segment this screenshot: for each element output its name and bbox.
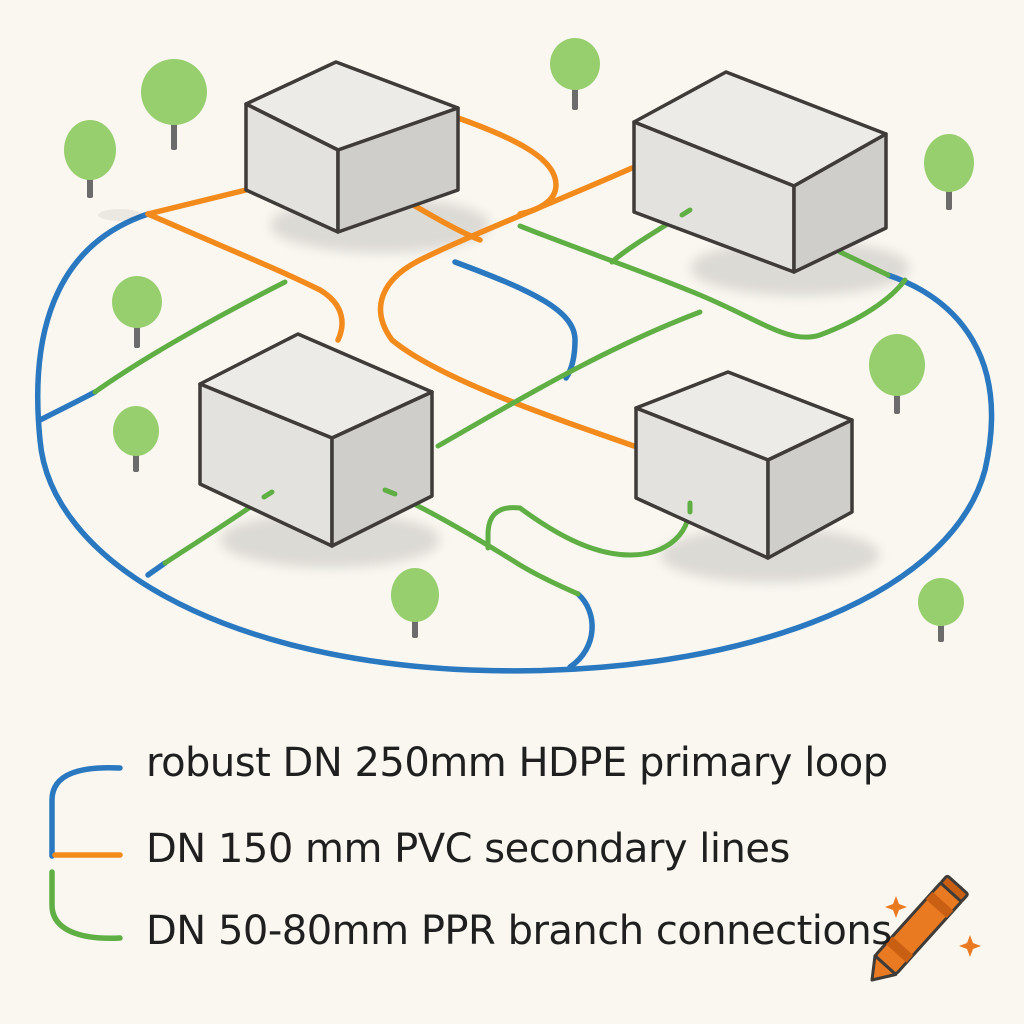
stub-c-left: [261, 489, 275, 500]
building-d: [634, 370, 854, 560]
stub-b: [679, 207, 693, 218]
primary-loop-ring: [34, 211, 995, 674]
tree-icon: [113, 406, 159, 472]
building-d-side: [766, 418, 854, 560]
primary-loop-spur-center: [452, 259, 578, 381]
tree-icon: [550, 38, 600, 110]
branch-c-west: [92, 279, 288, 395]
legend-bracket-primary: [49, 764, 123, 859]
branch-c-to-d: [382, 487, 581, 597]
secondary-line-b-to-d: [377, 165, 637, 449]
stub-c-right: [382, 487, 398, 497]
branch-b-to-a: [517, 223, 908, 340]
tree-icon: [98, 59, 207, 221]
building-a: [244, 60, 460, 234]
building-c-side: [330, 390, 434, 548]
secondary-line-a-to-c: [145, 211, 345, 343]
building-a-side: [336, 106, 460, 234]
branch-b-east: [837, 249, 891, 278]
legend-label-secondary: DN 150 mm PVC secondary lines: [146, 826, 790, 872]
primary-loop-spur-west: [37, 389, 98, 423]
branch-connections: [92, 207, 908, 597]
trees: [64, 38, 974, 642]
primary-loop-spur-bottom: [567, 591, 595, 670]
tree-icon: [924, 134, 974, 210]
tree-icon: [64, 120, 116, 198]
sparkle-icon: [885, 896, 981, 957]
legend-bracket-branch: [49, 869, 123, 941]
building-b: [632, 70, 888, 274]
tree-icon: [391, 568, 439, 638]
tree-icon: [918, 578, 964, 642]
legend-bracket: [49, 764, 123, 941]
branch-center: [435, 309, 703, 449]
branch-d-stub: [485, 500, 693, 558]
building-b-side: [792, 132, 888, 274]
buildings: [198, 60, 888, 560]
secondary-line-west: [145, 187, 249, 217]
legend-label-branch: DN 50-80mm PPR branch connections: [146, 908, 892, 954]
tree-icon: [112, 276, 162, 348]
legend-label-primary: robust DN 250mm HDPE primary loop: [146, 740, 888, 786]
primary-loop: [34, 211, 995, 674]
primary-loop-spur-south: [145, 560, 168, 578]
building-connection-stubs: [261, 207, 693, 515]
tree-icon: [869, 334, 925, 414]
crayon-icon: [870, 874, 969, 982]
secondary-line-a-east: [455, 115, 559, 217]
building-c: [198, 332, 434, 548]
